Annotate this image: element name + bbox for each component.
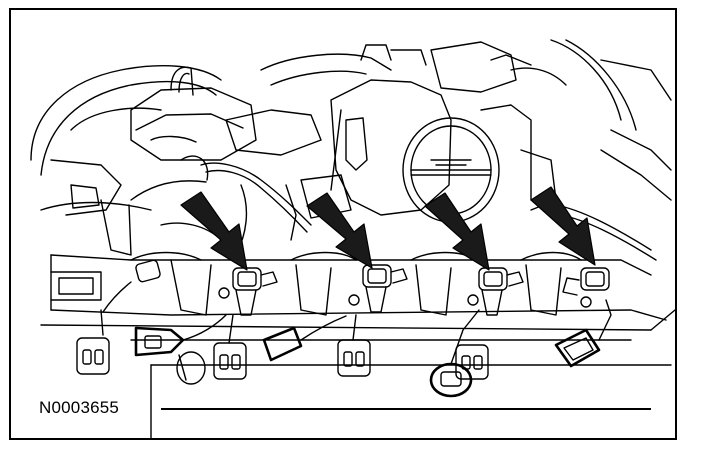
illustration-frame: N0003655 — [9, 8, 677, 440]
fuel-injector-connector-3 — [467, 267, 524, 316]
arrow-injector-1 — [180, 191, 248, 271]
arrow-injector-3 — [424, 192, 490, 271]
fuel-injector-connector-1 — [218, 267, 278, 316]
fuel-injector-connector-2 — [348, 264, 408, 313]
sensor-connector — [102, 259, 161, 313]
engine-illustration — [30, 39, 675, 438]
arrow-injector-4 — [530, 186, 596, 266]
figure-id-label: N0003655 — [39, 398, 124, 418]
arrow-injector-2 — [306, 192, 373, 269]
injector-rail — [40, 251, 675, 438]
harness-connectors-lower — [76, 299, 612, 398]
fuel-injector-connector-4 — [562, 267, 610, 308]
background-engine-linework — [30, 39, 672, 256]
figure-leader-line — [161, 408, 651, 410]
callout-arrows — [180, 186, 596, 271]
